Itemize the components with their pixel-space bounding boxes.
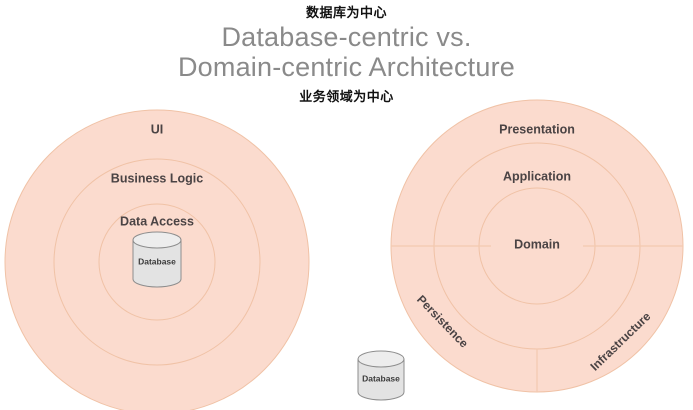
annotation-database-centric: 数据库为中心 [305,6,387,21]
left-layer-data-access-outline [98,203,216,321]
left-layer-business-logic-outline [53,158,261,366]
page-title-line-1: Database-centric vs. [221,22,472,52]
right-database-cylinder: Database [357,350,405,401]
right-layer-label-domain: Domain [514,237,560,251]
left-database-cylinder-label: Database [138,256,176,266]
page-title-line-2: Domain-centric Architecture [177,52,516,82]
left-layer-label-business-logic: Business Logic [111,171,203,185]
left-database-cylinder: Database [132,231,182,288]
annotation-domain-centric: 业务领域为中心 [299,90,394,105]
right-layer-label-application: Application [503,169,571,183]
left-diagram-database-centric: UI Business Logic Data Access Database [4,109,310,410]
left-layer-label-ui: UI [151,122,164,136]
right-database-cylinder-label: Database [362,373,400,383]
right-layer-label-presentation: Presentation [499,122,575,136]
left-layer-label-data-access: Data Access [120,214,194,228]
left-layer-ui-outline [4,109,310,410]
right-diagram-domain-centric: Presentation Application Domain Persiste… [357,99,684,401]
